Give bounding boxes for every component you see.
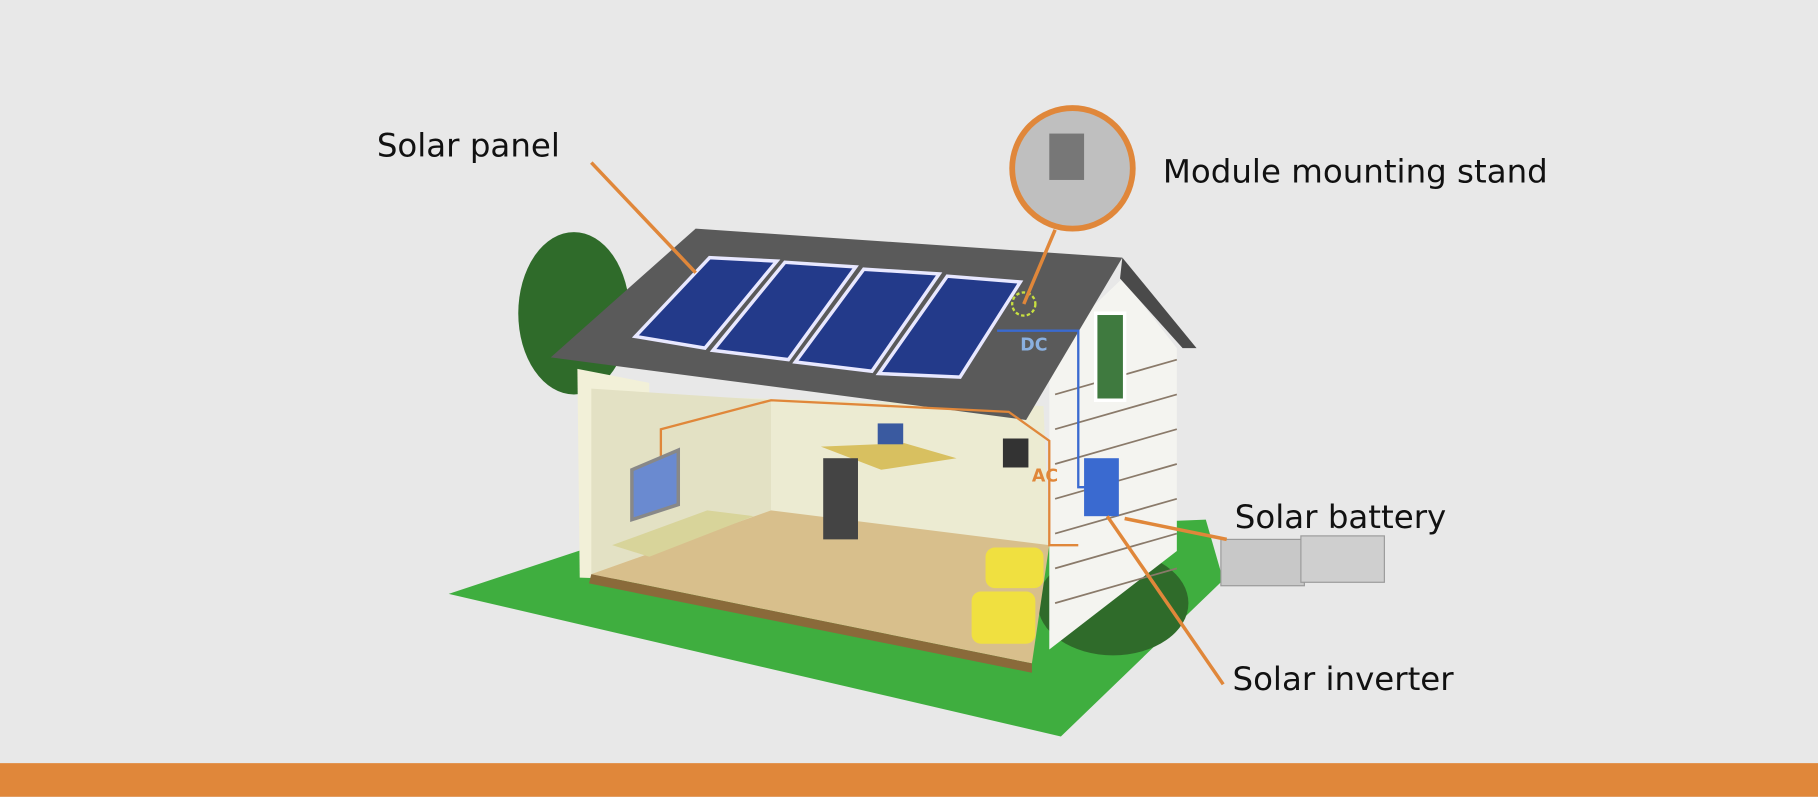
inverter bbox=[1084, 458, 1119, 517]
battery-label: Solar battery bbox=[1235, 498, 1446, 536]
mount-highlight bbox=[1011, 291, 1037, 317]
chair-2 bbox=[971, 591, 1036, 644]
solar-panel-pointer bbox=[590, 161, 697, 274]
mount-label: Module mounting stand bbox=[1163, 152, 1548, 190]
floor-edge bbox=[588, 574, 1032, 673]
ac-wire bbox=[659, 399, 1079, 547]
meter bbox=[1002, 438, 1029, 468]
laptop bbox=[877, 423, 904, 445]
chair-1 bbox=[985, 547, 1044, 589]
solar-panel-label: Solar panel bbox=[377, 127, 560, 165]
footer-bar bbox=[0, 763, 1818, 797]
battery-2 bbox=[1300, 535, 1385, 583]
floor bbox=[591, 510, 1050, 664]
tv bbox=[630, 447, 681, 523]
battery-pointer bbox=[1124, 516, 1228, 542]
inner-left-wall bbox=[591, 388, 772, 575]
battery-1 bbox=[1220, 538, 1305, 587]
solar-panels bbox=[631, 255, 1024, 379]
window bbox=[1093, 311, 1127, 402]
dc-label: DC bbox=[1020, 335, 1047, 355]
ac-label: AC bbox=[1032, 466, 1058, 486]
mount-zoom-detail bbox=[1049, 133, 1085, 180]
desk-leg bbox=[823, 458, 858, 540]
bench bbox=[612, 510, 754, 557]
roof-gable bbox=[1120, 257, 1197, 349]
inverter-pointer bbox=[1105, 515, 1225, 686]
desk bbox=[820, 443, 957, 470]
mount-pointer bbox=[1022, 229, 1057, 305]
inverter-label: Solar inverter bbox=[1232, 660, 1454, 698]
